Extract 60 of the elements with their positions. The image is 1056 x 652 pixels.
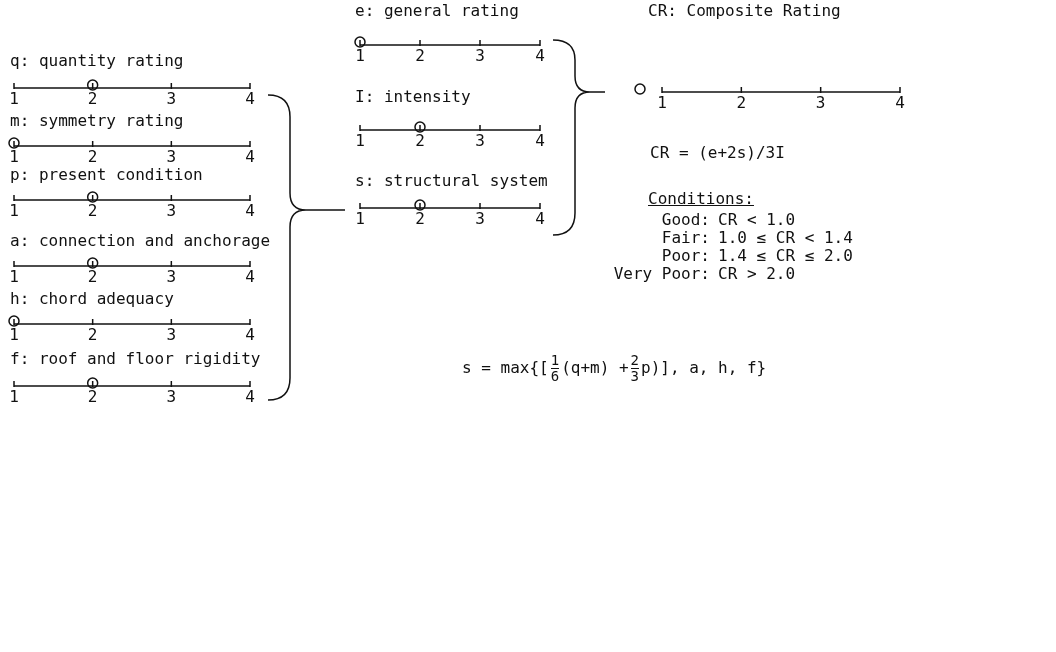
scale-number: 3 <box>165 327 178 343</box>
scale-number: 1 <box>354 133 366 149</box>
scale-number: 2 <box>86 389 99 405</box>
scale-number: 2 <box>86 91 99 107</box>
scale-number: 3 <box>165 91 178 107</box>
scale-number: 2 <box>86 149 99 165</box>
condition-value: 1.4 ≤ CR ≤ 2.0 <box>718 247 853 265</box>
condition-value: 1.0 ≤ CR < 1.4 <box>718 229 853 247</box>
scale-number: 1 <box>8 389 20 405</box>
scale-title: q: quantity rating <box>10 52 184 70</box>
scale-number: 4 <box>534 211 546 227</box>
scale-number: 3 <box>165 389 178 405</box>
scale-number: 2 <box>735 95 748 111</box>
scale-number: 3 <box>474 133 486 149</box>
scale-number: 1 <box>8 327 20 343</box>
scale-number: 1 <box>656 95 668 111</box>
scale-title: f: roof and floor rigidity <box>10 350 261 368</box>
scale-number: 4 <box>244 149 256 165</box>
scale-title: s: structural system <box>355 172 548 190</box>
scale-number: 4 <box>244 327 256 343</box>
scale-title: h: chord adequacy <box>10 290 174 308</box>
scale-number: 1 <box>354 48 366 64</box>
scale-number: 2 <box>414 48 426 64</box>
scale-number: 1 <box>8 269 20 285</box>
scale-number: 3 <box>474 211 486 227</box>
scale-number: 2 <box>86 203 99 219</box>
scale-number: 1 <box>8 149 20 165</box>
scale-number: 4 <box>534 48 546 64</box>
scale-number: 1 <box>8 91 20 107</box>
scale-number: 4 <box>244 389 256 405</box>
scale-title: m: symmetry rating <box>10 112 184 130</box>
condition-label: Very Poor: <box>612 265 710 283</box>
scale-number: 4 <box>534 133 546 149</box>
heading: Conditions: <box>648 190 754 208</box>
scale-number: 4 <box>244 91 256 107</box>
condition-label: Fair: <box>660 229 710 247</box>
scale-number: 3 <box>165 203 178 219</box>
scale-number: 3 <box>814 95 827 111</box>
scale-number: 3 <box>165 269 178 285</box>
scale-number: 3 <box>165 149 178 165</box>
formula: CR = (e+2s)/3I <box>650 144 785 162</box>
scale-number: 2 <box>414 133 426 149</box>
scale-number: 4 <box>244 203 256 219</box>
scale-title: e: general rating <box>355 2 519 20</box>
scale-number: 4 <box>244 269 256 285</box>
scale-title: CR: Composite Rating <box>648 2 841 20</box>
scale-title: p: present condition <box>10 166 203 184</box>
scale-number: 4 <box>894 95 906 111</box>
condition-value: CR > 2.0 <box>718 265 796 283</box>
scale-number: 1 <box>8 203 20 219</box>
condition-label: Poor: <box>660 247 710 265</box>
scale-number: 3 <box>474 48 486 64</box>
scale-number: 1 <box>354 211 366 227</box>
condition-label: Good: <box>660 211 710 229</box>
scale-number: 2 <box>414 211 426 227</box>
scale-number: 2 <box>86 327 99 343</box>
condition-value: CR < 1.0 <box>718 211 796 229</box>
scale-title: I: intensity <box>355 88 471 106</box>
scale-title: a: connection and anchorage <box>10 232 271 250</box>
scale-number: 2 <box>86 269 99 285</box>
